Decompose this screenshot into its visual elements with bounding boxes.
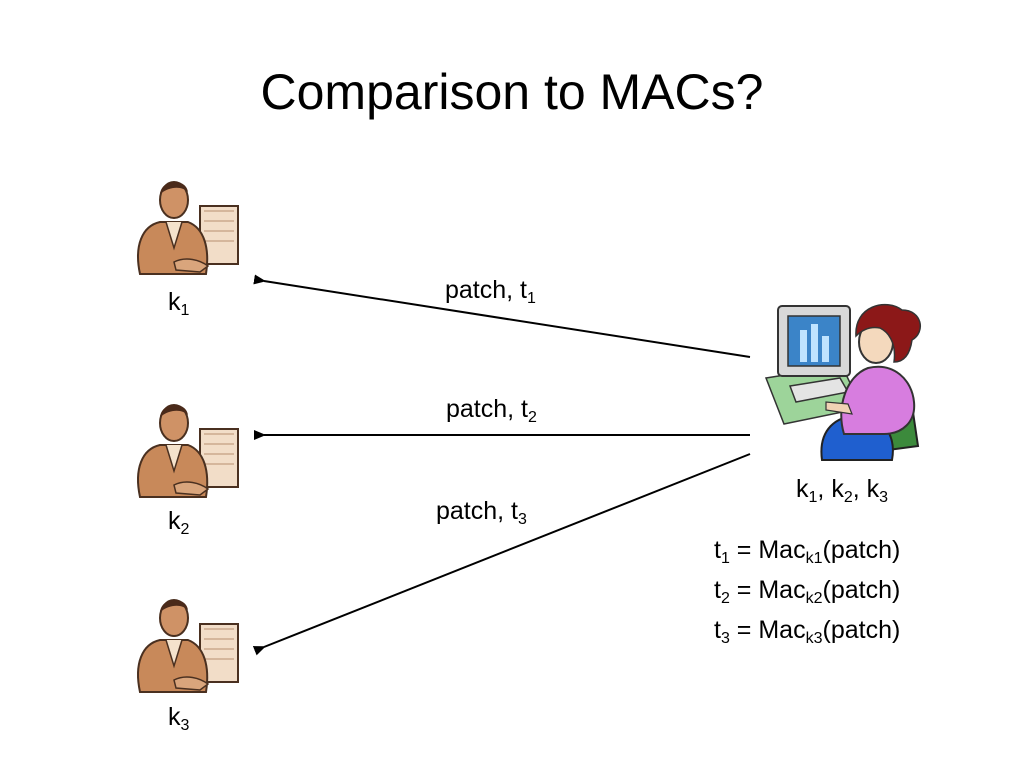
mac-equation: t1 = Mack1(patch) [714, 536, 901, 567]
arrow-to-k1 [253, 274, 751, 358]
receiver-key-label: k3 [168, 703, 190, 734]
message-label: patch, t1 [445, 276, 536, 307]
message-label: patch, t2 [446, 395, 537, 426]
receiver-key-label: k1 [168, 288, 190, 319]
mac-equation: t3 = Mack3(patch) [714, 616, 901, 647]
receiver-key-label: k2 [168, 507, 190, 538]
sender-keys-label: k1, k2, k3 [796, 475, 889, 506]
mac-equation: t2 = Mack2(patch) [714, 576, 901, 607]
man-at-computer-icon [137, 404, 239, 498]
man-at-computer-icon [137, 181, 239, 275]
arrow-to-k3 [252, 453, 751, 656]
slide-title: Comparison to MACs? [260, 64, 764, 120]
mac-equations: t1 = Mack1(patch) t2 = Mack2(patch) t3 =… [714, 530, 900, 650]
woman-at-computer-icon [764, 303, 922, 461]
message-label: patch, t3 [436, 497, 527, 528]
man-at-computer-icon [137, 599, 239, 693]
